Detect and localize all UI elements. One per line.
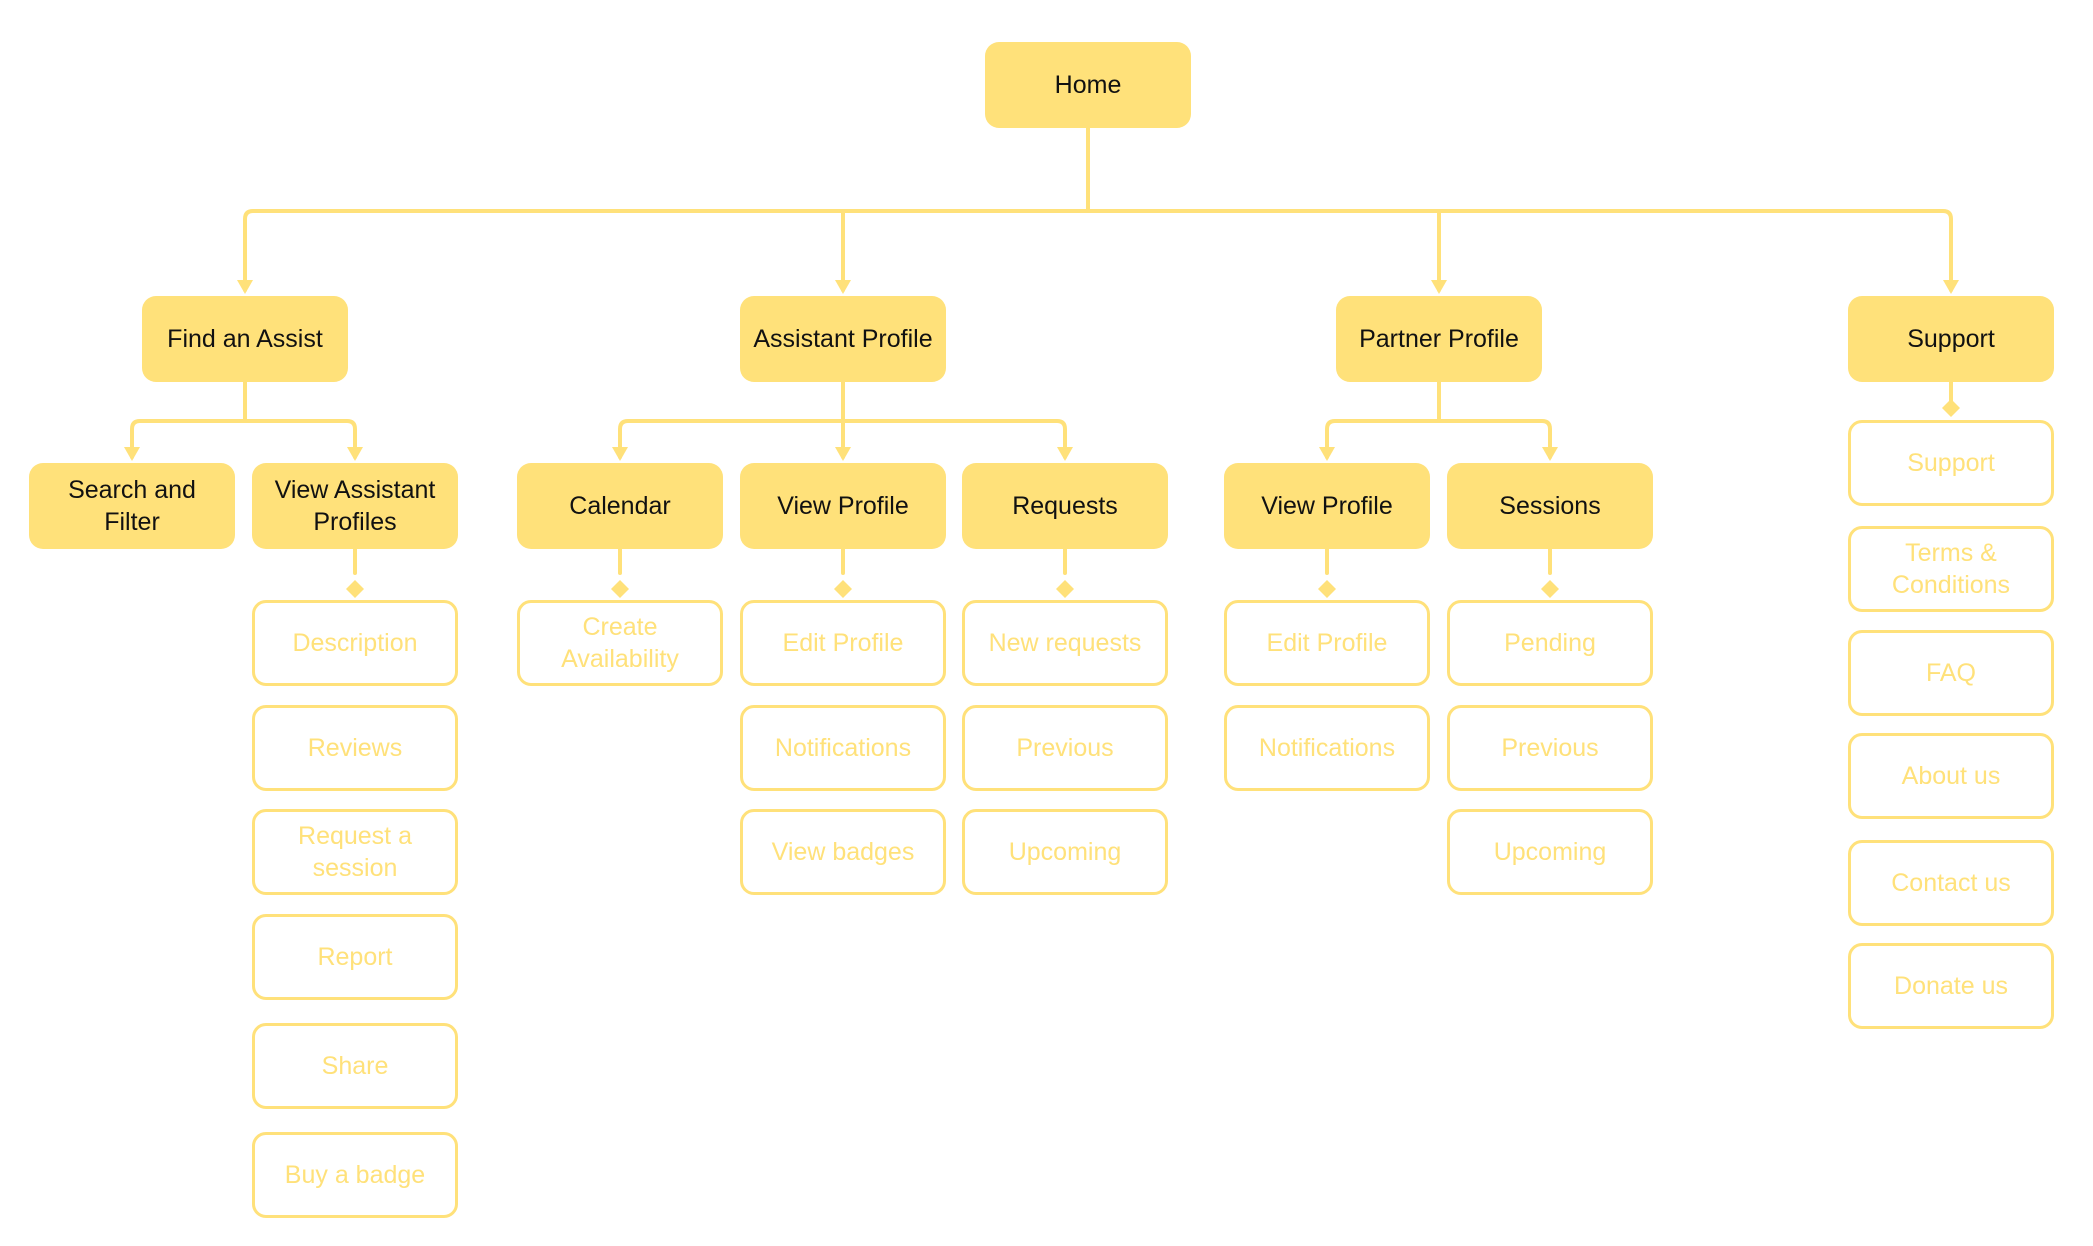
pp-item-notifications[interactable]: Notifications [1224, 705, 1430, 791]
vap-item-report[interactable]: Report [252, 914, 458, 1000]
assistant-profile-node[interactable]: Assistant Profile [740, 296, 946, 382]
calendar-item-create-availability[interactable]: Create Availability [517, 600, 723, 686]
ap-item-notifications[interactable]: Notifications [740, 705, 946, 791]
home-node[interactable]: Home [985, 42, 1191, 128]
view-assistant-profiles-node[interactable]: View Assistant Profiles [252, 463, 458, 549]
diamond-calendar [611, 580, 629, 598]
arrowhead-view-assistant-profiles [347, 447, 363, 461]
requests-item-upcoming[interactable]: Upcoming [962, 809, 1168, 895]
find-an-assist-node[interactable]: Find an Assist [142, 296, 348, 382]
arrowhead-pp-view-profile [1319, 447, 1335, 461]
diamond-ap-view-profile [834, 580, 852, 598]
support-node[interactable]: Support [1848, 296, 2054, 382]
calendar-node[interactable]: Calendar [517, 463, 723, 549]
arrowhead-search-filter [124, 447, 140, 461]
diamond-support [1942, 399, 1960, 417]
connector-find-assist-bus [130, 419, 357, 459]
diamond-vap [346, 580, 364, 598]
assistant-view-profile-node[interactable]: View Profile [740, 463, 946, 549]
support-item-donate[interactable]: Donate us [1848, 943, 2054, 1029]
diamond-sessions [1541, 580, 1559, 598]
requests-item-new[interactable]: New requests [962, 600, 1168, 686]
sessions-item-pending[interactable]: Pending [1447, 600, 1653, 686]
vap-item-buy-badge[interactable]: Buy a badge [252, 1132, 458, 1218]
sessions-item-previous[interactable]: Previous [1447, 705, 1653, 791]
requests-item-previous[interactable]: Previous [962, 705, 1168, 791]
connector-level1-bus [243, 209, 1953, 292]
arrowhead-support [1943, 280, 1959, 294]
vap-item-request-session[interactable]: Request a session [252, 809, 458, 895]
pp-item-edit-profile[interactable]: Edit Profile [1224, 600, 1430, 686]
arrowhead-assistant-profile [835, 280, 851, 294]
requests-node[interactable]: Requests [962, 463, 1168, 549]
arrowhead-ap-view-profile [835, 447, 851, 461]
connector-assistant-profile-bus [618, 419, 1067, 459]
vap-item-share[interactable]: Share [252, 1023, 458, 1109]
arrowhead-requests [1057, 447, 1073, 461]
vap-item-description[interactable]: Description [252, 600, 458, 686]
ap-item-view-badges[interactable]: View badges [740, 809, 946, 895]
partner-view-profile-node[interactable]: View Profile [1224, 463, 1430, 549]
ap-item-edit-profile[interactable]: Edit Profile [740, 600, 946, 686]
arrowhead-sessions [1542, 447, 1558, 461]
support-item-faq[interactable]: FAQ [1848, 630, 2054, 716]
vap-item-reviews[interactable]: Reviews [252, 705, 458, 791]
arrowhead-calendar [612, 447, 628, 461]
diamond-requests [1056, 580, 1074, 598]
sessions-node[interactable]: Sessions [1447, 463, 1653, 549]
support-item-terms[interactable]: Terms & Conditions [1848, 526, 2054, 612]
arrowhead-find-an-assist [237, 280, 253, 294]
connector-partner-profile-bus [1325, 419, 1552, 459]
diamond-pp-view-profile [1318, 580, 1336, 598]
partner-profile-node[interactable]: Partner Profile [1336, 296, 1542, 382]
support-item-about[interactable]: About us [1848, 733, 2054, 819]
sessions-item-upcoming[interactable]: Upcoming [1447, 809, 1653, 895]
search-and-filter-node[interactable]: Search and Filter [29, 463, 235, 549]
support-item-contact[interactable]: Contact us [1848, 840, 2054, 926]
arrowhead-partner-profile [1431, 280, 1447, 294]
support-item-support[interactable]: Support [1848, 420, 2054, 506]
